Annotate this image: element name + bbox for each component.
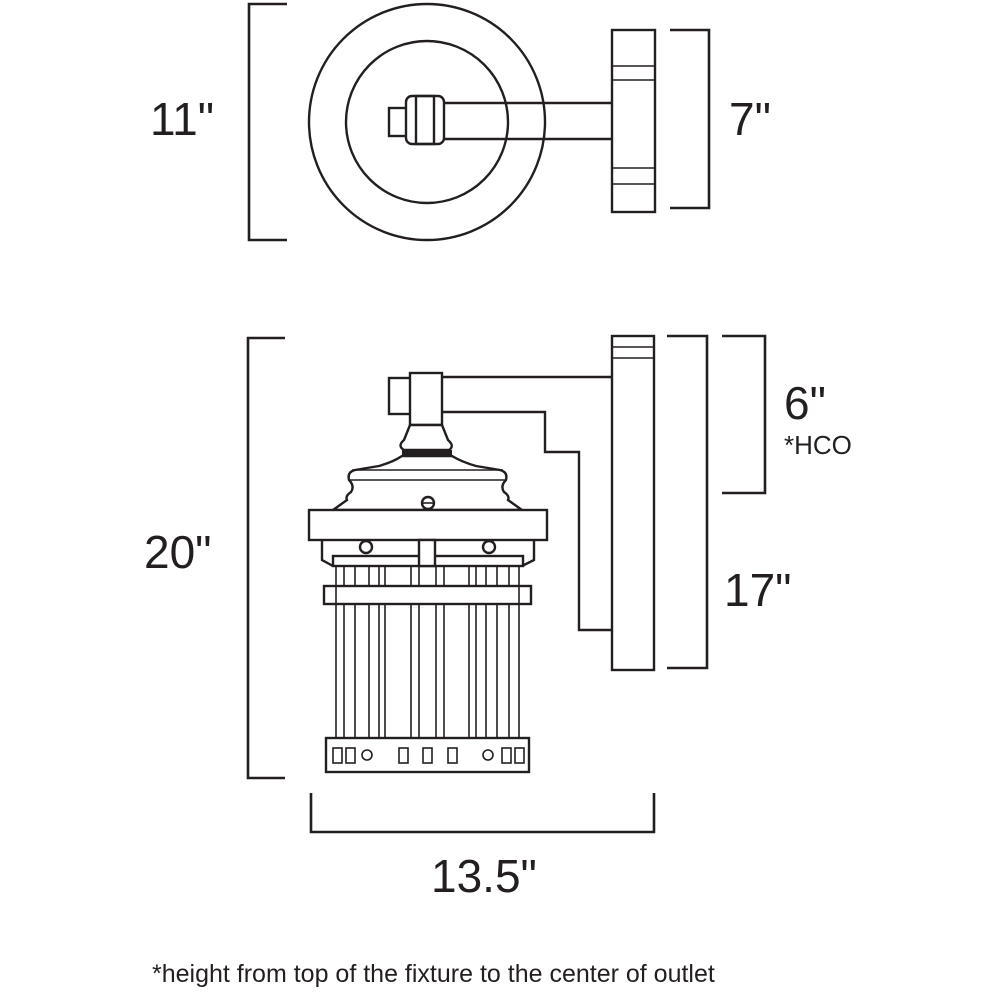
side-collar	[307, 508, 549, 542]
label-7: 7"	[729, 93, 771, 145]
side-upper-rivet-right	[481, 539, 497, 555]
side-neck	[399, 423, 453, 452]
side-backplate	[610, 334, 656, 672]
dim-bracket-17	[667, 334, 709, 670]
hole-1	[361, 749, 373, 761]
slot-7	[514, 747, 525, 764]
top-backplate	[610, 28, 657, 214]
side-mid-bars	[335, 586, 520, 604]
top-outer-circle	[307, 2, 547, 242]
footnote: *height from top of the fixture to the c…	[152, 960, 715, 988]
top-hub	[404, 94, 446, 146]
label-6: 6"	[784, 377, 826, 429]
slot-1	[332, 747, 343, 764]
top-inner-circle	[344, 39, 510, 205]
slot-5	[447, 747, 458, 764]
hole-2	[482, 749, 494, 761]
dim-bracket-7	[670, 28, 711, 210]
dim-bracket-20	[246, 336, 285, 780]
top-arm	[425, 101, 612, 141]
side-center-tab	[417, 538, 437, 568]
label-11: 11"	[150, 93, 215, 145]
side-bottom-band	[324, 736, 531, 774]
dim-bracket-13-5	[309, 793, 656, 834]
side-upper-frame	[320, 540, 536, 568]
slot-4	[422, 747, 433, 764]
side-view	[246, 334, 767, 834]
slot-2	[345, 747, 356, 764]
side-hub	[408, 371, 444, 427]
side-arm	[440, 375, 612, 632]
side-hub-block	[387, 376, 413, 416]
label-13-5: 13.5"	[431, 850, 537, 902]
side-neck-ring	[402, 450, 452, 456]
label-17: 17"	[724, 564, 792, 616]
side-cap-rims	[350, 469, 505, 481]
dim-bracket-11	[247, 2, 287, 242]
top-hub-inner	[414, 94, 436, 146]
side-upper-rivet-left	[358, 539, 374, 555]
side-backplate-bands	[612, 346, 654, 359]
slot-3	[398, 747, 409, 764]
dim-bracket-6	[722, 334, 767, 495]
side-mid-band	[322, 584, 533, 606]
slot-6	[501, 747, 512, 764]
label-20: 20"	[144, 526, 212, 578]
top-backplate-bands	[612, 65, 655, 185]
side-cage-bars	[335, 566, 520, 738]
label-hco: *HCO	[784, 430, 852, 460]
top-view	[247, 2, 711, 242]
